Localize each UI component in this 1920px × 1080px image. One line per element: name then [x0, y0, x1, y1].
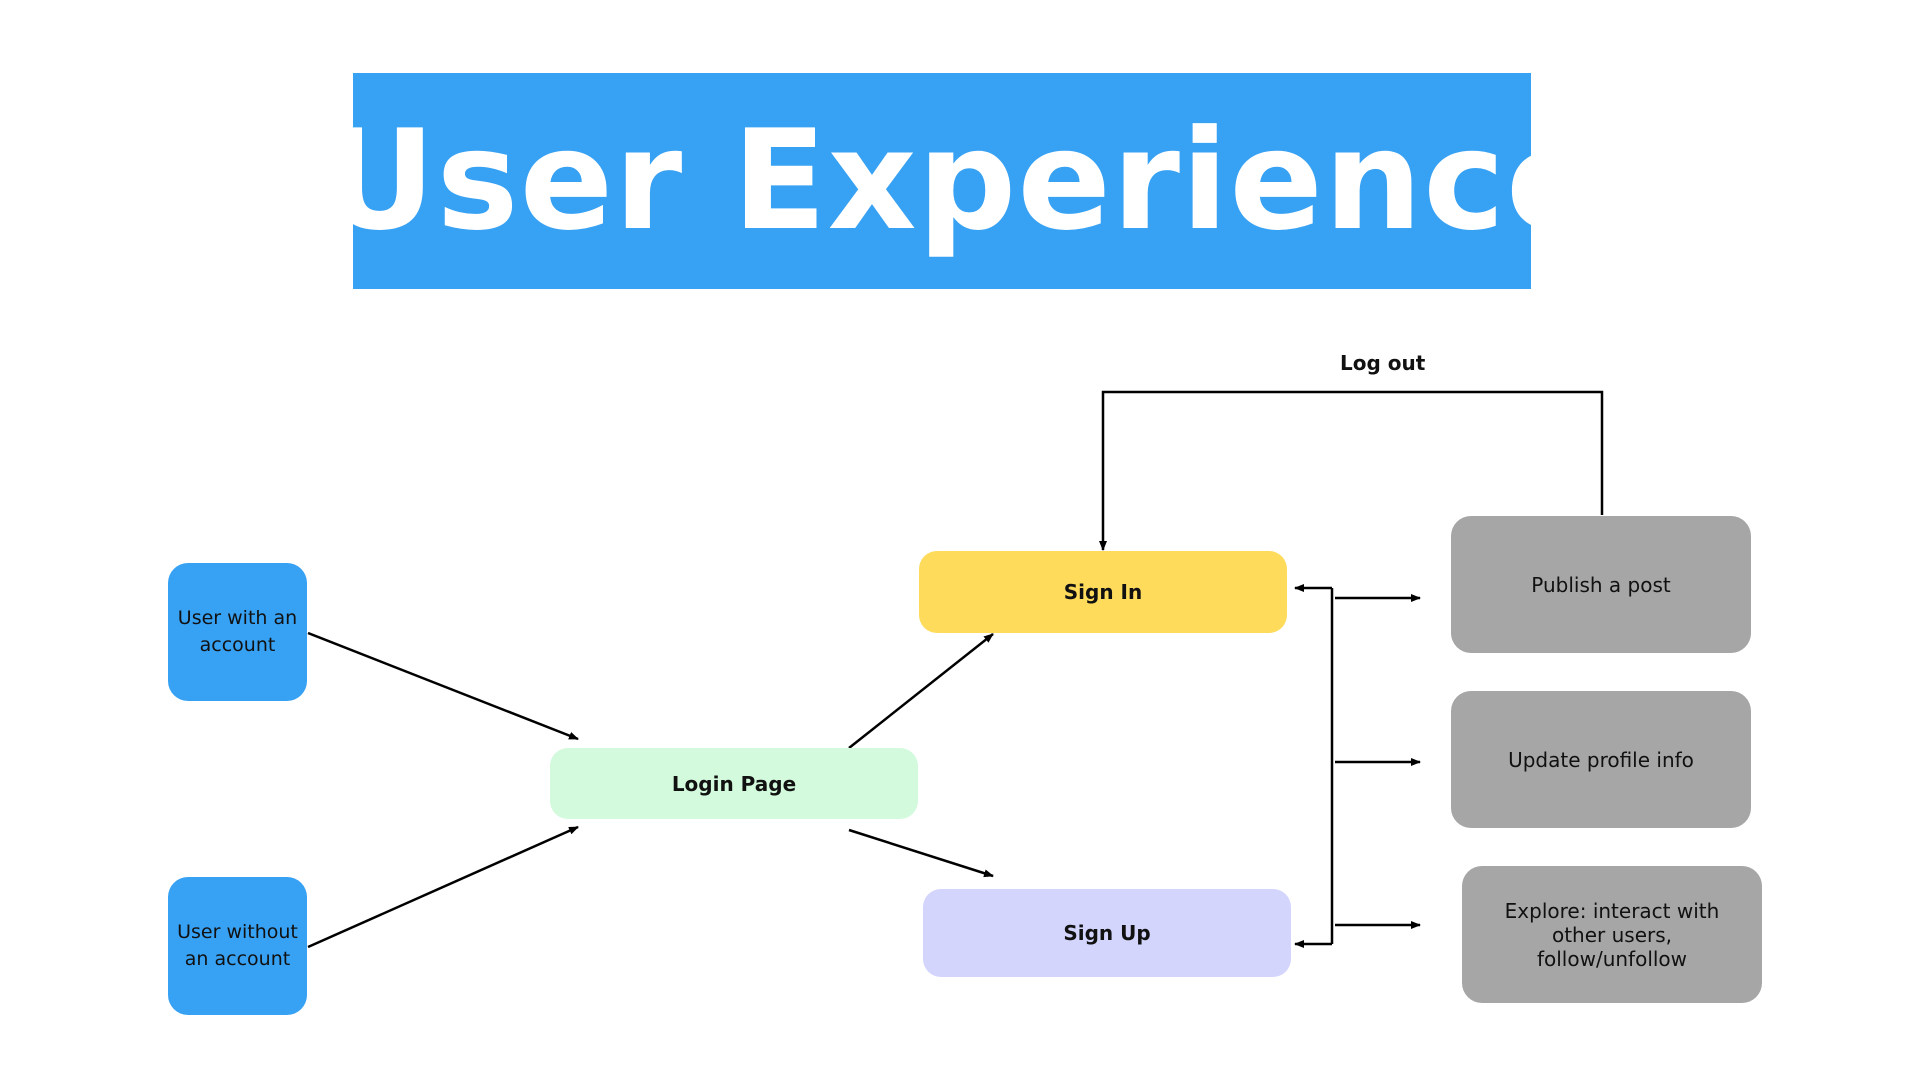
edge-user-without-account-to-login [307, 825, 579, 949]
node-sign-in: Sign In [919, 551, 1287, 633]
node-sign-up: Sign Up [923, 889, 1291, 977]
node-explore-label: Explore: interact with other users, foll… [1504, 898, 1720, 971]
edge-user-with-account-to-login [307, 631, 579, 741]
node-update-profile: Update profile info [1451, 691, 1751, 828]
node-explore: Explore: interact with other users, foll… [1462, 866, 1762, 1003]
logout-label: Log out [1340, 351, 1426, 375]
node-login-page-label: Login Page [671, 771, 797, 796]
page-title: User Experience [323, 100, 1601, 261]
node-user-with-account: User with an account [168, 563, 307, 701]
node-sign-in-label: Sign In [1063, 580, 1143, 604]
node-update-profile-label: Update profile info [1508, 747, 1694, 772]
node-user-with-account-label: User with an account [177, 607, 298, 656]
edge-login-to-sign-in [848, 633, 994, 749]
node-login-page: Login Page [550, 748, 918, 819]
node-sign-up-label: Sign Up [1063, 921, 1151, 945]
node-user-without-account-label: User without an account [177, 921, 298, 970]
title-banner: User Experience [323, 73, 1600, 289]
edge-login-to-sign-up [848, 828, 994, 878]
node-publish-post: Publish a post [1451, 516, 1751, 653]
node-publish-post-label: Publish a post [1531, 572, 1671, 597]
node-user-without-account: User without an account [168, 877, 307, 1015]
